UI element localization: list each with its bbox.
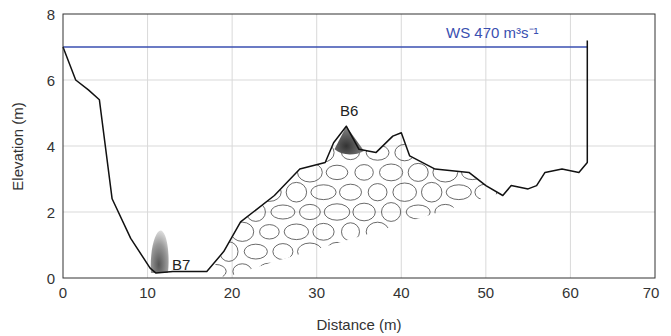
- cobble: [382, 203, 401, 222]
- cobble: [313, 223, 334, 240]
- cobble: [355, 242, 373, 262]
- cobble: [477, 146, 495, 160]
- cobble: [271, 205, 295, 219]
- cobble: [366, 222, 389, 241]
- cobble: [448, 143, 469, 162]
- cobble: [284, 224, 308, 240]
- cobble: [460, 204, 486, 220]
- axis-tick: 60: [562, 285, 579, 300]
- boulder-b7: [151, 231, 169, 274]
- cobble: [368, 264, 387, 279]
- water-surface-line: [63, 46, 587, 48]
- cobble: [355, 165, 373, 181]
- cobble: [244, 244, 267, 259]
- cobble: [286, 182, 306, 202]
- axis-tick: 8: [47, 7, 55, 22]
- cobble: [220, 165, 238, 181]
- cobble: [300, 204, 321, 219]
- cobble: [326, 242, 348, 260]
- axis-tick: 50: [478, 285, 495, 300]
- cobble: [380, 244, 403, 259]
- cobble: [393, 263, 417, 279]
- cobble: [233, 264, 252, 279]
- axis-tick: 20: [224, 285, 241, 300]
- cobble: [260, 144, 280, 160]
- cobble: [260, 225, 280, 239]
- cobble: [422, 182, 442, 202]
- cobble-texture: [204, 143, 510, 281]
- cobble: [311, 185, 336, 200]
- cobble: [408, 163, 428, 181]
- cobble: [406, 205, 430, 219]
- axis-tick: 0: [59, 285, 67, 300]
- cobble: [490, 165, 508, 181]
- water-surface-label: WS 470 m³s⁻¹: [446, 25, 539, 40]
- grid-line: [63, 212, 655, 213]
- axis-tick: 4: [47, 139, 55, 154]
- cobble: [488, 203, 510, 221]
- cobble: [420, 224, 444, 240]
- axis-tick: 6: [47, 73, 55, 88]
- cobble: [435, 204, 456, 219]
- cobble: [475, 184, 497, 200]
- cobble: [220, 242, 238, 262]
- cobble: [231, 145, 254, 160]
- cobble: [218, 203, 240, 221]
- cobble: [206, 223, 224, 241]
- cobble: [233, 184, 252, 201]
- cobble: [490, 242, 508, 262]
- axis-title: Distance (m): [316, 317, 401, 332]
- cobble: [368, 184, 387, 201]
- cobble: [395, 144, 415, 160]
- axis-tick: 2: [47, 205, 55, 220]
- plot-frame: [63, 14, 655, 278]
- cobble: [475, 264, 497, 278]
- bed-profile: [63, 40, 587, 273]
- cobble: [353, 203, 375, 221]
- cobble: [258, 263, 282, 279]
- cobble: [433, 243, 458, 260]
- axis-tick: 70: [643, 285, 660, 300]
- cobble: [284, 144, 308, 162]
- cobble: [326, 165, 348, 179]
- cobble: [408, 244, 428, 260]
- cobble: [395, 225, 415, 239]
- cobble: [420, 144, 444, 162]
- cobble: [273, 244, 293, 260]
- cobble: [446, 185, 471, 200]
- grid-lines: [63, 14, 655, 278]
- cobble: [342, 223, 360, 241]
- axis-tick: 40: [393, 285, 410, 300]
- axis-tick: 30: [308, 285, 325, 300]
- boulder-label: B6: [340, 103, 358, 118]
- axis-title: Elevation (m): [10, 102, 25, 190]
- cobble: [462, 242, 484, 260]
- cobble: [477, 223, 495, 241]
- axis-tick: 10: [139, 285, 156, 300]
- cobble: [433, 163, 458, 182]
- cobble: [298, 163, 323, 182]
- cobble: [380, 164, 403, 181]
- cobble: [393, 183, 417, 201]
- cobble: [366, 145, 389, 160]
- cobble: [298, 243, 323, 260]
- cobble: [313, 143, 334, 162]
- cobble: [340, 184, 362, 200]
- cobble: [206, 146, 224, 160]
- cobble: [340, 264, 362, 278]
- cobble: [324, 204, 350, 220]
- grid-line: [63, 80, 655, 81]
- cobble: [204, 184, 226, 200]
- axis-tick: 0: [47, 271, 55, 286]
- boulder-label: B7: [172, 257, 190, 272]
- cobble: [244, 164, 267, 181]
- cobble: [448, 223, 469, 240]
